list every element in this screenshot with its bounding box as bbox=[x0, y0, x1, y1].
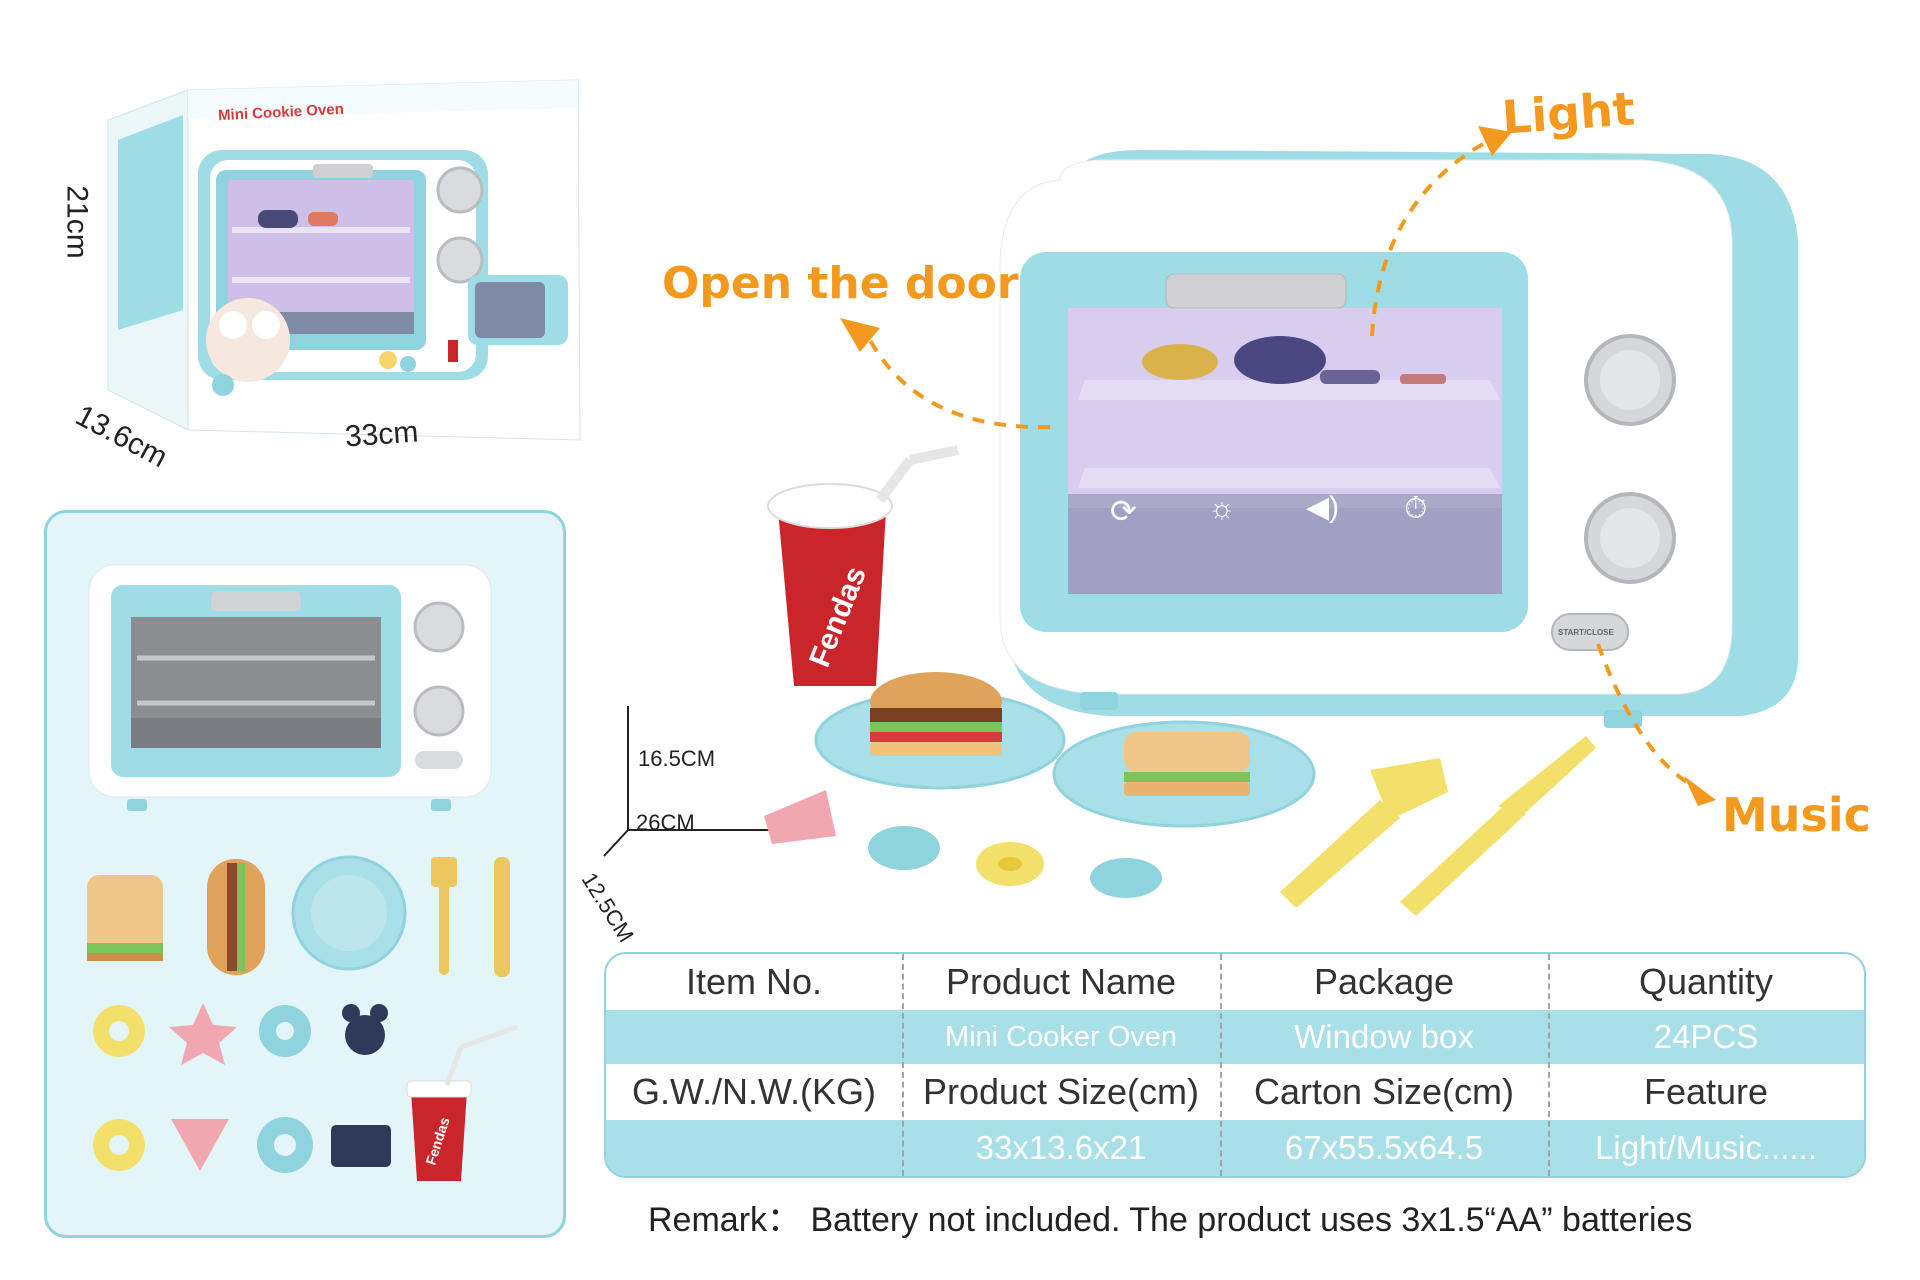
spec-divider bbox=[1220, 954, 1222, 1176]
spec-header-item-no: Item No. bbox=[685, 961, 823, 1002]
dim-width: 26CM bbox=[636, 810, 695, 835]
spec-header-feature: Feature bbox=[1643, 1071, 1769, 1112]
light-icon[interactable]: ☼ bbox=[1208, 492, 1236, 525]
spec-header2-row: G.W./N.W.(KG) Product Size(cm) Carton Si… bbox=[606, 1064, 1864, 1120]
spec-header-quantity: Quantity bbox=[1638, 961, 1774, 1002]
spec-header-package: Package bbox=[1313, 961, 1455, 1002]
spec-value-quantity: 24PCS bbox=[1653, 1018, 1759, 1055]
sound-icon[interactable]: ◀) bbox=[1306, 491, 1340, 524]
start-close-button[interactable]: START/CLOSE bbox=[1558, 628, 1614, 637]
remark-text: Remark： Battery not included. The produc… bbox=[648, 1201, 1693, 1239]
spec-divider bbox=[902, 954, 904, 1176]
spec-header-carton-size: Carton Size(cm) bbox=[1253, 1071, 1515, 1112]
annotation-light: Light bbox=[1500, 81, 1637, 145]
spec-header-row: Item No. Product Name Package Quantity bbox=[606, 954, 1864, 1010]
spec-values2-row: 33x13.6x21 67x55.5x64.5 Light/Music.....… bbox=[606, 1120, 1864, 1176]
timer-icon[interactable]: ⏱ bbox=[1404, 492, 1428, 525]
package-box: Mini Cookie Oven 3+ bbox=[88, 60, 608, 470]
contents-panel: Fendas bbox=[44, 510, 566, 1238]
rotate-icon[interactable]: ⟳ bbox=[1110, 493, 1137, 529]
spec-value-carton-size: 67x55.5x64.5 bbox=[1284, 1129, 1484, 1166]
spec-value-weight bbox=[606, 1120, 902, 1176]
main-oven: ⟳ ☼ ◀) ⏱ START/CLOSE bbox=[990, 150, 1810, 750]
spec-value-package: Window box bbox=[1294, 1018, 1474, 1055]
accessories bbox=[764, 445, 1596, 916]
spec-table: Item No. Product Name Package Quantity M… bbox=[604, 952, 1866, 1178]
annotation-music: Music bbox=[1722, 788, 1871, 842]
spec-value-product-size: 33x13.6x21 bbox=[975, 1129, 1147, 1166]
spec-value-item-no bbox=[606, 1010, 902, 1064]
spec-header-product-size: Product Size(cm) bbox=[922, 1071, 1200, 1112]
spec-header-product-name: Product Name bbox=[945, 961, 1177, 1002]
box-age-badge: 3+ bbox=[302, 436, 315, 448]
spec-header-weight: G.W./N.W.(KG) bbox=[632, 1071, 876, 1112]
spec-divider bbox=[1548, 954, 1550, 1176]
spec-value-feature: Light/Music...... bbox=[1595, 1129, 1817, 1166]
dim-height: 16.5CM bbox=[638, 746, 716, 771]
spec-value-product-name: Mini Cooker Oven bbox=[944, 1020, 1178, 1053]
spec-values-row: Mini Cooker Oven Window box 24PCS bbox=[606, 1010, 1864, 1064]
annotation-open-door: Open the door bbox=[662, 258, 1019, 309]
